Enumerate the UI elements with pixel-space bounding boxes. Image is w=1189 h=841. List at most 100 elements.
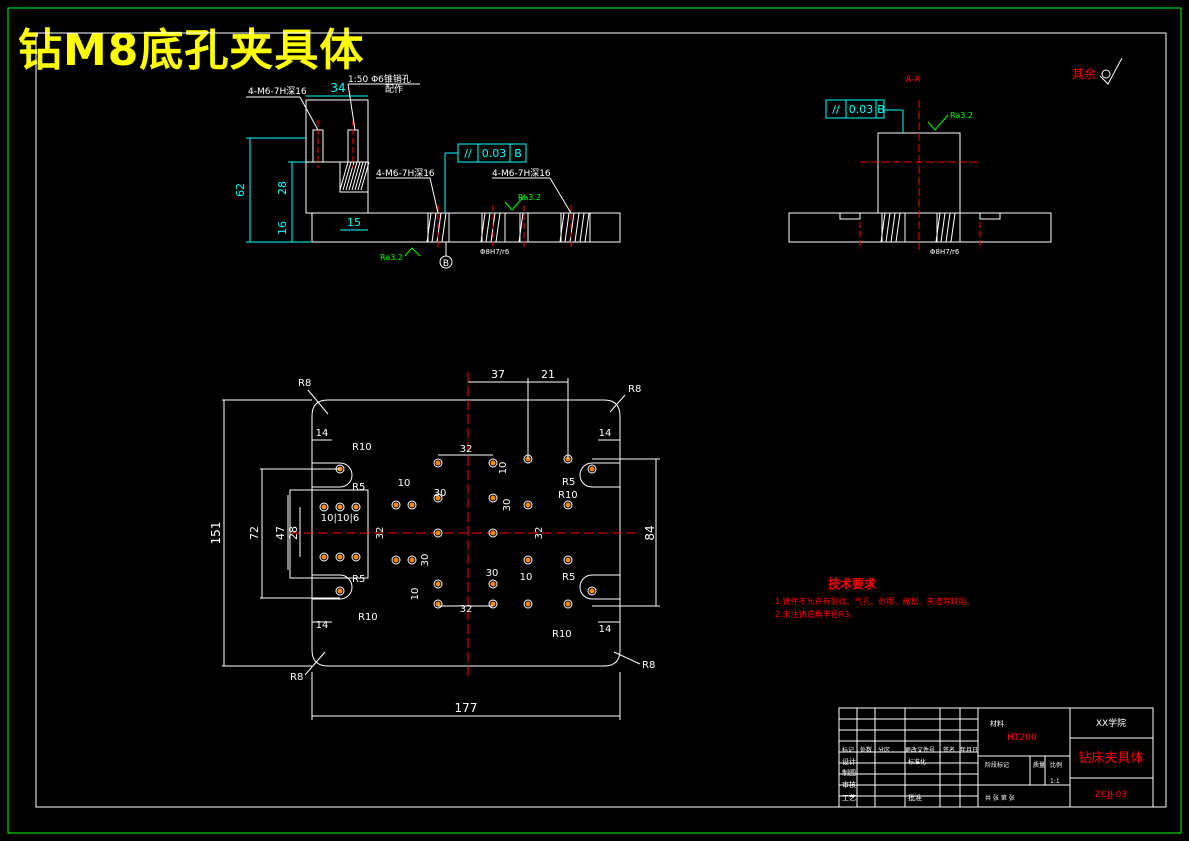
tb-material: HT200: [1007, 733, 1037, 743]
tb-weight-label: 质量: [1033, 761, 1045, 769]
slot-right-0: [579, 462, 620, 488]
tb-hdr-0: 标记: [842, 746, 854, 754]
plan-hole-center-27: [353, 554, 359, 560]
callout-mid-leader2: [429, 177, 439, 214]
plan-hole-5: [407, 500, 417, 510]
hatch-line: [431, 212, 437, 243]
fit-1: Φ8H7/r6: [480, 248, 510, 256]
hatch-line: [584, 212, 590, 243]
plan-hole-2: [433, 493, 443, 503]
plan-hole-center-19: [565, 601, 571, 607]
plan-hole-center-8: [525, 502, 531, 508]
tb-approve: 批准: [908, 793, 922, 802]
plan-hole-center-31: [589, 588, 595, 594]
tb-hdr-4: 签名: [943, 746, 955, 754]
plan-hole-14: [523, 555, 533, 565]
callout-right: 4-M6-7H深16: [492, 168, 551, 179]
rest-roughness-circle: [1101, 69, 1111, 79]
plan-hole-6: [433, 528, 443, 538]
plan-hole-18: [523, 599, 533, 609]
plan-hole-center-1: [490, 460, 496, 466]
tb-check: 审核: [842, 780, 856, 789]
plan-hole-center-18: [525, 601, 531, 607]
tb-hdr-3: 更改文件号: [905, 746, 935, 754]
hatch-line: [950, 212, 956, 243]
plan-inner-rect: [289, 489, 369, 579]
tb-scale-label: 比例: [1050, 761, 1062, 769]
dim-10-b: 10: [520, 572, 533, 583]
r10-tr: R10: [558, 490, 578, 501]
callout-top-left: 4-M6-7H深16: [248, 86, 307, 97]
section-base: [788, 212, 1052, 243]
hatch-line: [559, 212, 565, 243]
parallel-val: 0.03: [482, 147, 507, 160]
hatch-line: [480, 212, 486, 243]
hatch-line: [885, 212, 891, 243]
plan-hole-22: [319, 502, 329, 512]
dim-28-plan: 28: [287, 526, 300, 540]
plan-hole-center-14: [525, 557, 531, 563]
section-lug-l: [839, 212, 861, 220]
section-fit: Φ8H7/r6: [930, 248, 960, 256]
slot-left-0: [312, 462, 353, 488]
plan-hole-3: [488, 493, 498, 503]
dim-62: 62: [234, 183, 247, 197]
plan-hole-center-2: [435, 495, 441, 501]
title-block-frame: [838, 707, 1154, 808]
front-base-plate: [311, 212, 621, 243]
dim-47: 47: [274, 526, 287, 540]
r5-br: R5: [562, 572, 575, 583]
dim-28: 28: [276, 181, 289, 195]
dim-15: 15: [347, 216, 361, 229]
dim-14-d14_bl: 14: [316, 620, 329, 631]
r8-bl: R8: [290, 672, 303, 683]
dim-21: 21: [541, 368, 555, 381]
tb-stage-label: 阶段标记: [985, 761, 1009, 769]
dim-30-b: 30: [486, 568, 499, 579]
tb-sheet-info: 共 张 第 张: [985, 794, 1015, 802]
outer-border: [7, 7, 1182, 834]
dim-14-d14_tr: 14: [599, 428, 612, 439]
plan-hole-center-7: [490, 530, 496, 536]
hatch-line: [518, 212, 524, 243]
hatch-line: [339, 161, 349, 191]
tech-req-heading: 技术要求: [828, 576, 877, 591]
r5-tl: R5: [352, 482, 365, 493]
r8-tr-leader: [609, 394, 626, 413]
plan-hole-center-3: [490, 495, 496, 501]
section-rough-sym: [927, 114, 949, 131]
plan-hole-center-11: [409, 557, 415, 563]
dim-32-r: 32: [534, 527, 545, 540]
callout-leader-tl2: [299, 96, 319, 131]
hatch-line: [426, 212, 432, 243]
plan-hole-27: [351, 552, 361, 562]
hatch-line: [880, 212, 886, 243]
datum-b: B: [443, 259, 449, 269]
tb-process: 工艺: [842, 794, 856, 802]
hatch-line: [895, 212, 901, 243]
plan-hole-15: [563, 555, 573, 565]
hatch-line: [495, 212, 501, 243]
section-hole-1: [936, 212, 961, 243]
r8-tr: R8: [628, 384, 641, 395]
plan-hole-center-5: [409, 502, 415, 508]
dim-177: 177: [455, 701, 478, 715]
hatch-line: [348, 161, 358, 191]
tb-standardize: 标准化: [908, 758, 926, 766]
section-parallel-val: 0.03: [849, 103, 874, 116]
plan-hole-center-22: [321, 504, 327, 510]
hatch-line: [579, 212, 585, 243]
tb-school: XX学院: [1096, 717, 1126, 729]
dim-72: 72: [248, 526, 261, 540]
section-lug-r: [979, 212, 1001, 220]
plan-hole-30: [587, 464, 597, 474]
plan-hole-center-4: [393, 502, 399, 508]
r10-br: R10: [552, 629, 572, 640]
r8-bl-leader: [304, 651, 326, 676]
plan-hole-24: [351, 502, 361, 512]
plan-hole-9: [563, 500, 573, 510]
tech-req-line1: 1.铸件不允许有裂纹、气孔、砂眼、缩松、夹渣等缺陷。: [775, 596, 975, 606]
plan-hole-center-25: [321, 554, 327, 560]
